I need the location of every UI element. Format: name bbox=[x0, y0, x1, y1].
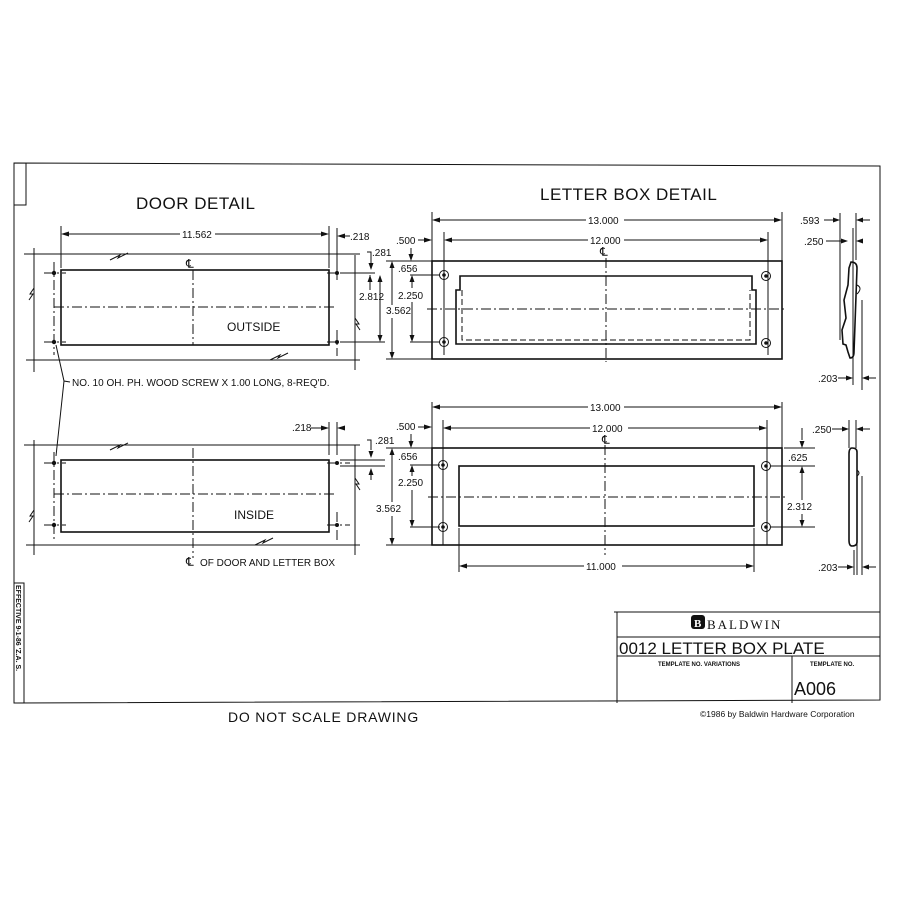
door-detail-inside: .218 INSIDE .281 ℄ O bbox=[24, 422, 395, 569]
brand-name: BALDWIN bbox=[707, 617, 782, 632]
variations-label: TEMPLATE NO. VARIATIONS bbox=[658, 662, 740, 668]
brand-mark: B bbox=[694, 618, 702, 630]
dim-lb-inside-bottom: .203 bbox=[818, 563, 838, 574]
effective-note: EFFECTIVE 9-1-86 'Z.A. S. bbox=[14, 585, 21, 671]
screw-note: NO. 10 OH. PH. WOOD SCREW X 1.00 LONG, 8… bbox=[55, 344, 330, 457]
dim-lb-inside-hole-spacing: 12.000 bbox=[592, 424, 623, 435]
dim-lb-depth: .593 bbox=[800, 216, 820, 227]
door-detail-outside: 11.562 .218 ℄ OUTSIDE bbox=[24, 226, 392, 372]
door-detail-title: DOOR DETAIL bbox=[136, 194, 255, 213]
product-title: 0012 LETTER BOX PLATE bbox=[619, 639, 825, 658]
dim-lb-hole-vert: 2.250 bbox=[398, 291, 423, 302]
dim-door-hole-spacing: 2.812 bbox=[359, 292, 384, 303]
letter-box-outside: 13.000 12.000 ℄ .500 bbox=[386, 212, 786, 362]
dim-lb-inside-edge: .500 bbox=[396, 422, 416, 433]
copyright: ©1986 by Baldwin Hardware Corporation bbox=[700, 709, 855, 719]
lb-inside-centerline: ℄ bbox=[601, 433, 610, 447]
lb-mounting-holes bbox=[439, 270, 771, 348]
dim-lb-overall-width: 13.000 bbox=[588, 216, 619, 227]
screw-note-text: NO. 10 OH. PH. WOOD SCREW X 1.00 LONG, 8… bbox=[72, 378, 330, 389]
centerline-note: OF DOOR AND LETTER BOX bbox=[200, 558, 335, 569]
letter-box-side-profile-outside: .593 .250 .203 bbox=[800, 213, 876, 390]
dim-door-top: .281 bbox=[372, 248, 392, 259]
dim-lb-opening-width: 11.000 bbox=[586, 562, 616, 573]
lb-centerline-mark: ℄ bbox=[599, 245, 608, 259]
do-not-scale-note: DO NOT SCALE DRAWING bbox=[228, 709, 419, 725]
title-block: B BALDWIN 0012 LETTER BOX PLATE TEMPLATE… bbox=[616, 612, 880, 703]
dim-door-edge: .218 bbox=[350, 232, 370, 243]
dim-lb-top: .656 bbox=[398, 264, 418, 275]
dim-lb-thickness: .250 bbox=[804, 237, 824, 248]
door-centerline-mark: ℄ bbox=[185, 257, 194, 271]
dim-door-width: 11.562 bbox=[182, 230, 212, 241]
dim-lb-inside-height: 3.562 bbox=[376, 504, 401, 515]
letter-box-side-profile-inside: .250 .203 bbox=[812, 420, 876, 575]
letter-box-detail-title: LETTER BOX DETAIL bbox=[540, 185, 717, 204]
effective-stamp: EFFECTIVE 9-1-86 'Z.A. S. bbox=[13, 582, 25, 704]
letter-box-inside: 13.000 12.000 ℄ .500 3.562 .656 bbox=[376, 402, 815, 573]
dim-lb-inside-thickness: .250 bbox=[812, 425, 832, 436]
dim-lb-right-top: .625 bbox=[788, 453, 808, 464]
template-number: A006 bbox=[794, 679, 836, 699]
outside-label: OUTSIDE bbox=[227, 320, 280, 334]
dim-lb-height: 3.562 bbox=[386, 306, 411, 317]
dim-lb-hole-spacing: 12.000 bbox=[590, 236, 621, 247]
dim-lb-bottom: .203 bbox=[818, 374, 838, 385]
dim-lb-inside-overall: 13.000 bbox=[590, 403, 621, 414]
centerline-mark: ℄ bbox=[185, 555, 194, 569]
inside-label: INSIDE bbox=[234, 508, 274, 522]
template-no-label: TEMPLATE NO. bbox=[810, 662, 855, 668]
dim-lb-inside-hole-vert: 2.250 bbox=[398, 478, 423, 489]
dim-door-inside-edge: .218 bbox=[292, 423, 312, 434]
baldwin-logo-icon bbox=[691, 615, 705, 629]
dim-lb-edge: .500 bbox=[396, 236, 416, 247]
dim-lb-right-hole-spacing: 2.312 bbox=[787, 502, 812, 513]
dim-door-inside-top: .281 bbox=[375, 436, 395, 447]
drawing-frame bbox=[13, 162, 881, 704]
dim-lb-inside-top: .656 bbox=[398, 452, 418, 463]
